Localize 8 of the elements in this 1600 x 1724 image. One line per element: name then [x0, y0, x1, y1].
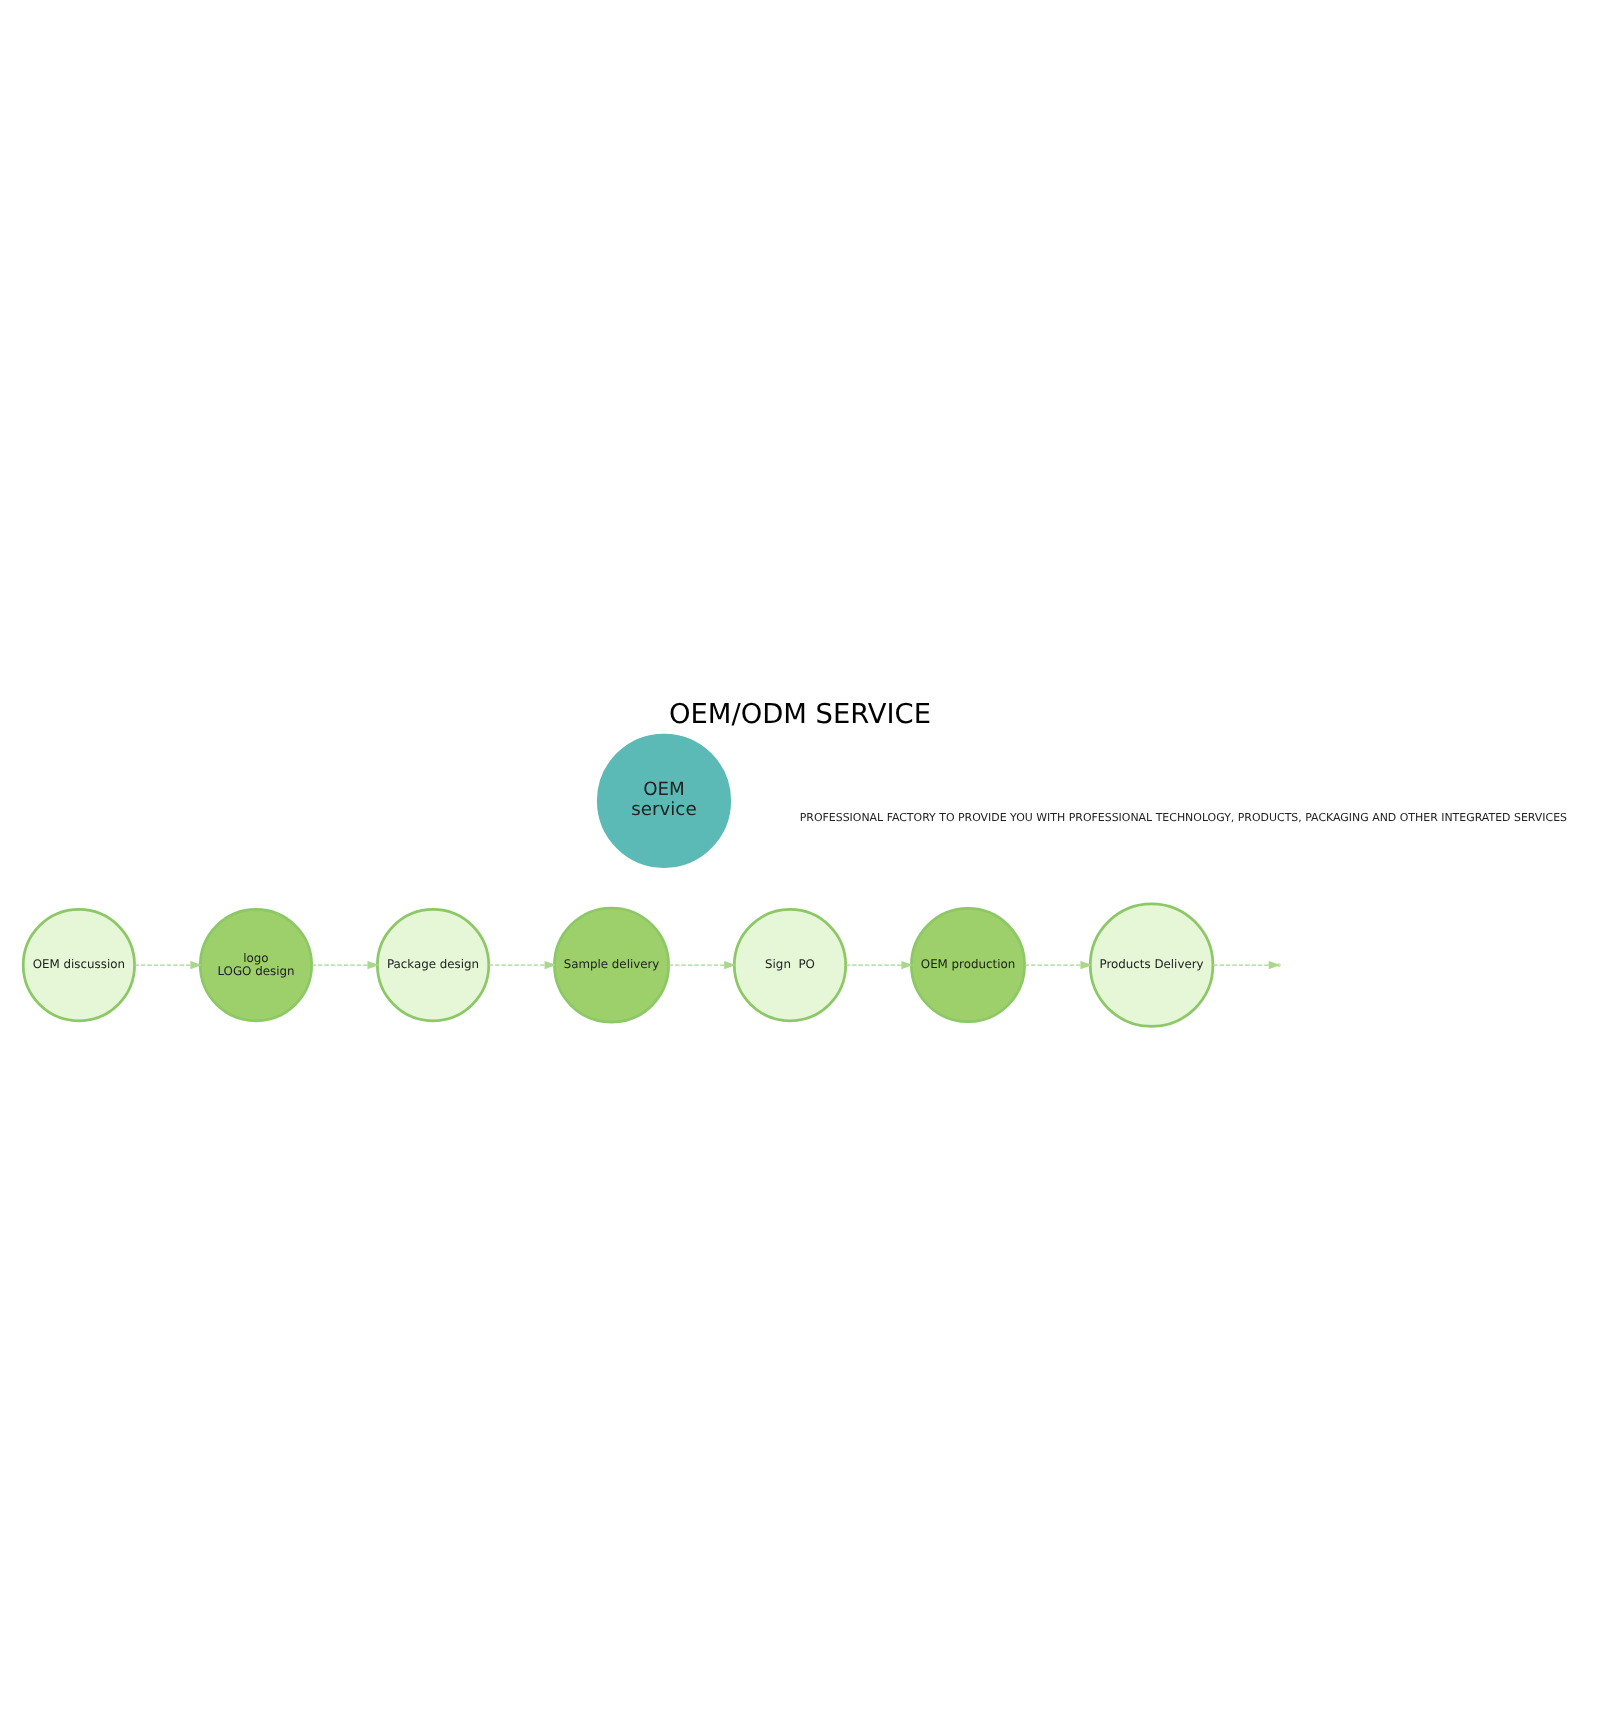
- node-circle: OEM service: [596, 733, 732, 868]
- arrow: [1024, 960, 1093, 970]
- arrow: [488, 960, 557, 970]
- diagram-title: OEM/ODM SERVICE: [668, 699, 932, 732]
- arrow: [845, 960, 914, 970]
- arrow: [668, 960, 737, 970]
- arrow: [134, 960, 203, 970]
- arrow: [311, 960, 380, 970]
